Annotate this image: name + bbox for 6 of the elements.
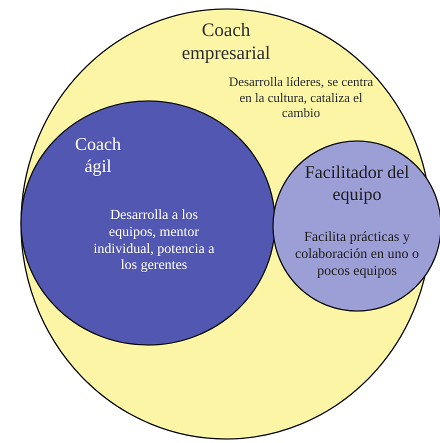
circle-title: Coach empresarial xyxy=(180,20,272,66)
circle-title: Coach ágil xyxy=(74,134,122,178)
circle-description: Desarrolla a los equipos, mentor individual, potencia a los gerentes xyxy=(92,208,216,276)
circle-description: Desarrolla líderes, se centra en la cultura, cataliza el cambio xyxy=(228,74,374,121)
circle-title: Facilitador del equipo xyxy=(304,162,410,206)
circle-description: Facilita prácticas y colaboración en uno o pocos equipos xyxy=(294,230,420,280)
